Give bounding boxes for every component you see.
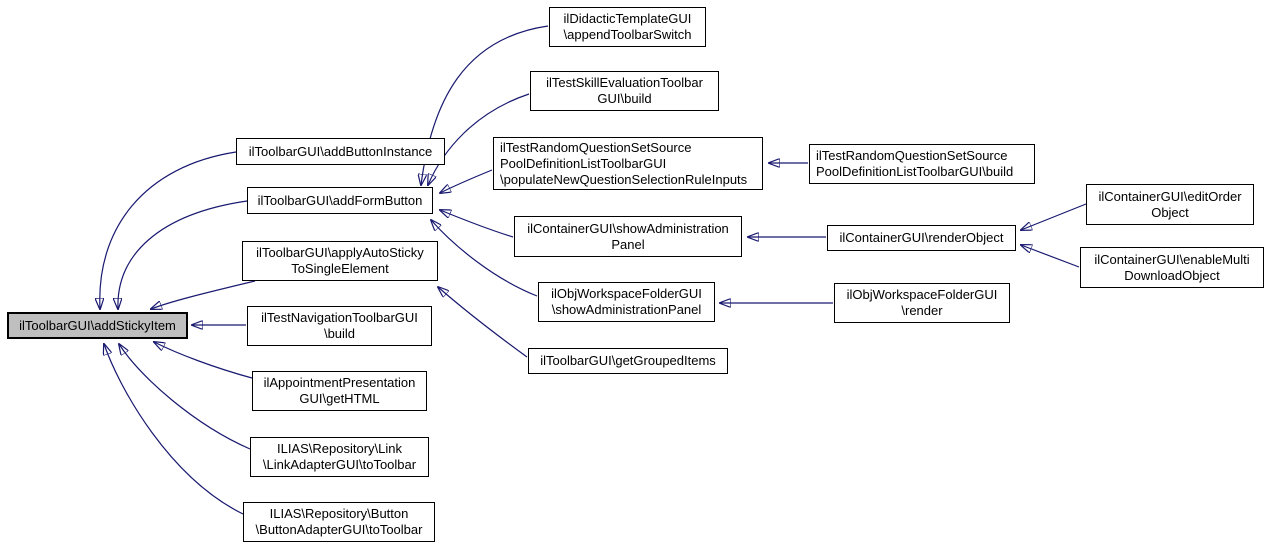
edge-linkadapter-addstickyitem	[119, 344, 251, 450]
node-ilcontainergui-showadministrationpanel[interactable]: ilContainerGUI\showAdministration Panel	[514, 216, 742, 257]
node-iltestrandomquestionsetsource-populatenewquestionselectionruleinputs[interactable]: ilTestRandomQuestionSetSource PoolDefini…	[493, 137, 763, 190]
node-ilias-repository-buttonadaptergui-totoolbar[interactable]: ILIAS\Repository\Button \ButtonAdapterGU…	[243, 502, 435, 542]
edge-appointment-addstickyitem	[154, 342, 253, 379]
node-ilobjworkspacefoldergui-showadministrationpanel[interactable]: ilObjWorkspaceFolderGUI \showAdministrat…	[538, 282, 715, 322]
node-ilobjworkspacefoldergui-render[interactable]: ilObjWorkspaceFolderGUI \render	[834, 283, 1010, 323]
node-iltoolbargui-addbuttoninstance[interactable]: ilToolbarGUI\addButtonInstance	[236, 138, 445, 165]
edge-addbuttoninstance-addstickyitem	[100, 151, 237, 309]
edge-enablemulti-renderobject	[1021, 245, 1080, 268]
edge-buttonadapter-addstickyitem	[104, 344, 244, 515]
node-iltestrandomquestionsetsource-pooldefinitionlisttoolbargui-build[interactable]: ilTestRandomQuestionSetSource PoolDefini…	[809, 144, 1035, 184]
node-ilcontainergui-renderobject[interactable]: ilContainerGUI\renderObject	[827, 225, 1016, 251]
node-iltestskillevaluationtoolbargui-build[interactable]: ilTestSkillEvaluationToolbar GUI\build	[530, 71, 719, 111]
edge-testskilleval-addformbutton	[428, 93, 530, 185]
edge-editorder-renderobject	[1021, 203, 1087, 230]
edge-populateinputs-addformbutton	[440, 169, 493, 193]
node-ilcontainergui-enablemultidownloadobject[interactable]: ilContainerGUI\enableMulti DownloadObjec…	[1080, 247, 1264, 288]
edge-containershowadmin-addformbutton	[440, 210, 514, 238]
node-ilappointmentpresentationgui-gethtml[interactable]: ilAppointmentPresentation GUI\getHTML	[252, 371, 427, 411]
node-iltoolbargui-addstickyitem: ilToolbarGUI\addStickyItem	[7, 312, 188, 339]
node-iltoolbargui-getgroupeditems[interactable]: ilToolbarGUI\getGroupedItems	[528, 348, 728, 374]
node-iltoolbargui-applyautostickytosingleelement[interactable]: ilToolbarGUI\applyAutoSticky ToSingleEle…	[242, 241, 438, 281]
node-ilias-repository-linkadaptergui-totoolbar[interactable]: ILIAS\Repository\Link \LinkAdapterGUI\to…	[250, 437, 429, 477]
node-iltestnavigationtoolbargui-build[interactable]: ilTestNavigationToolbarGUI \build	[247, 306, 432, 346]
node-iltoolbargui-addformbutton[interactable]: ilToolbarGUI\addFormButton	[247, 187, 433, 214]
edge-applyautosticky-addstickyitem	[151, 280, 256, 309]
edge-objwsshowadmin-addformbutton	[431, 220, 538, 297]
edge-getgroupeditems-applyautosticky	[438, 287, 528, 358]
node-ilcontainergui-editorderobject[interactable]: ilContainerGUI\editOrder Object	[1086, 184, 1254, 225]
node-ildidactictemplategui-appendtoolbarswitch[interactable]: ilDidacticTemplateGUI \appendToolbarSwit…	[549, 7, 706, 47]
edge-addformbutton-addstickyitem	[118, 200, 248, 309]
